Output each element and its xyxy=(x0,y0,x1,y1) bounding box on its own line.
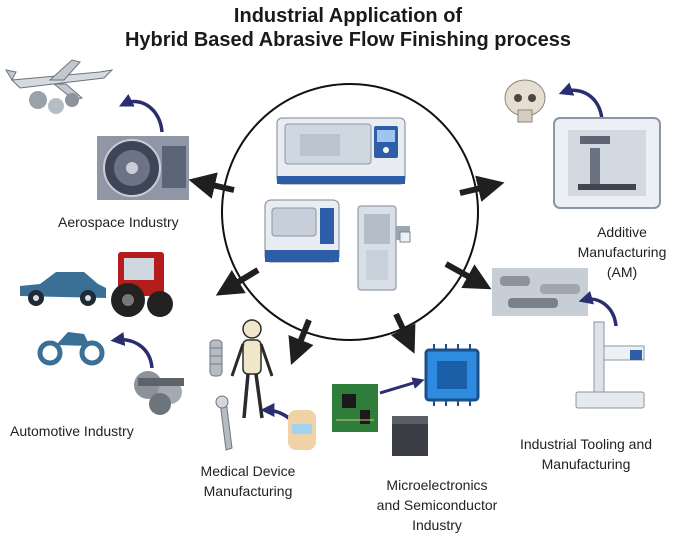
dispensing-robot-icon xyxy=(575,321,645,409)
arrow-board-to-chip xyxy=(379,377,425,395)
diagram-title-line-1: Industrial Application of xyxy=(233,5,463,27)
skeleton-icon xyxy=(230,319,274,419)
label-industrial-tooling: Industrial Tooling and Manufacturing xyxy=(504,434,668,474)
arrow-to-aerospace xyxy=(188,172,235,199)
aircraft-engine-parts-icon xyxy=(29,91,79,114)
car-icon xyxy=(20,272,106,306)
arrow-to-tooling xyxy=(444,261,492,290)
arrow-to-automotive xyxy=(215,267,260,296)
curved-arrow-aerospace xyxy=(118,93,164,133)
label-additive-line-2: Manufacturing (AM) xyxy=(577,244,667,280)
curved-arrow-tooling xyxy=(578,290,618,327)
label-aerospace-industry: Aerospace Industry xyxy=(58,214,179,230)
label-additive-line-1: Additive xyxy=(597,224,647,240)
arrow-to-additive xyxy=(459,175,505,202)
label-medical-line-1: Medical Device xyxy=(200,463,296,479)
label-medical-line-2: Manufacturing xyxy=(203,483,293,499)
motorcycle-icon xyxy=(37,332,105,366)
diagram-title-line-2: Hybrid Based Abrasive Flow Finishing pro… xyxy=(124,29,572,51)
tractor-icon xyxy=(111,252,173,317)
tooling-parts-icon xyxy=(492,268,588,316)
dental-implant-icon xyxy=(209,339,223,377)
abrasive-flow-machine-small-icon xyxy=(264,199,340,263)
curved-arrow-automotive xyxy=(110,332,154,369)
label-tooling-line-1: Industrial Tooling and xyxy=(519,436,653,452)
airplane-icon xyxy=(4,59,114,101)
jet-engine-icon xyxy=(97,136,189,200)
semiconductor-block-icon xyxy=(392,416,428,456)
curved-arrow-additive xyxy=(558,82,604,121)
3d-printer-icon xyxy=(553,117,661,209)
label-automotive-industry: Automotive Industry xyxy=(10,423,134,439)
label-additive-manufacturing: Additive Manufacturing (AM) xyxy=(562,222,682,282)
skull-icon xyxy=(504,79,546,123)
label-micro-line-2: and Semiconductor xyxy=(376,497,498,513)
hip-implant-icon xyxy=(215,395,233,451)
arrow-to-medical xyxy=(288,318,314,366)
knee-joint-icon xyxy=(288,410,316,450)
vertical-finishing-machine-icon xyxy=(357,205,411,291)
abrasive-flow-machine-large-icon xyxy=(276,117,406,185)
label-micro-line-3: Industry xyxy=(412,517,462,533)
label-micro-line-1: Microelectronics xyxy=(386,477,488,493)
label-tooling-line-2: Manufacturing xyxy=(541,456,631,472)
arrow-to-microelectronics xyxy=(390,312,416,354)
label-medical-device-manufacturing: Medical Device Manufacturing xyxy=(190,461,306,501)
circuit-board-icon xyxy=(332,384,378,432)
process-circle xyxy=(221,83,479,341)
label-microelectronics-semiconductor: Microelectronics and Semiconductor Indus… xyxy=(362,475,512,535)
gearbox-icon xyxy=(134,371,184,415)
microchip-icon xyxy=(424,344,480,406)
